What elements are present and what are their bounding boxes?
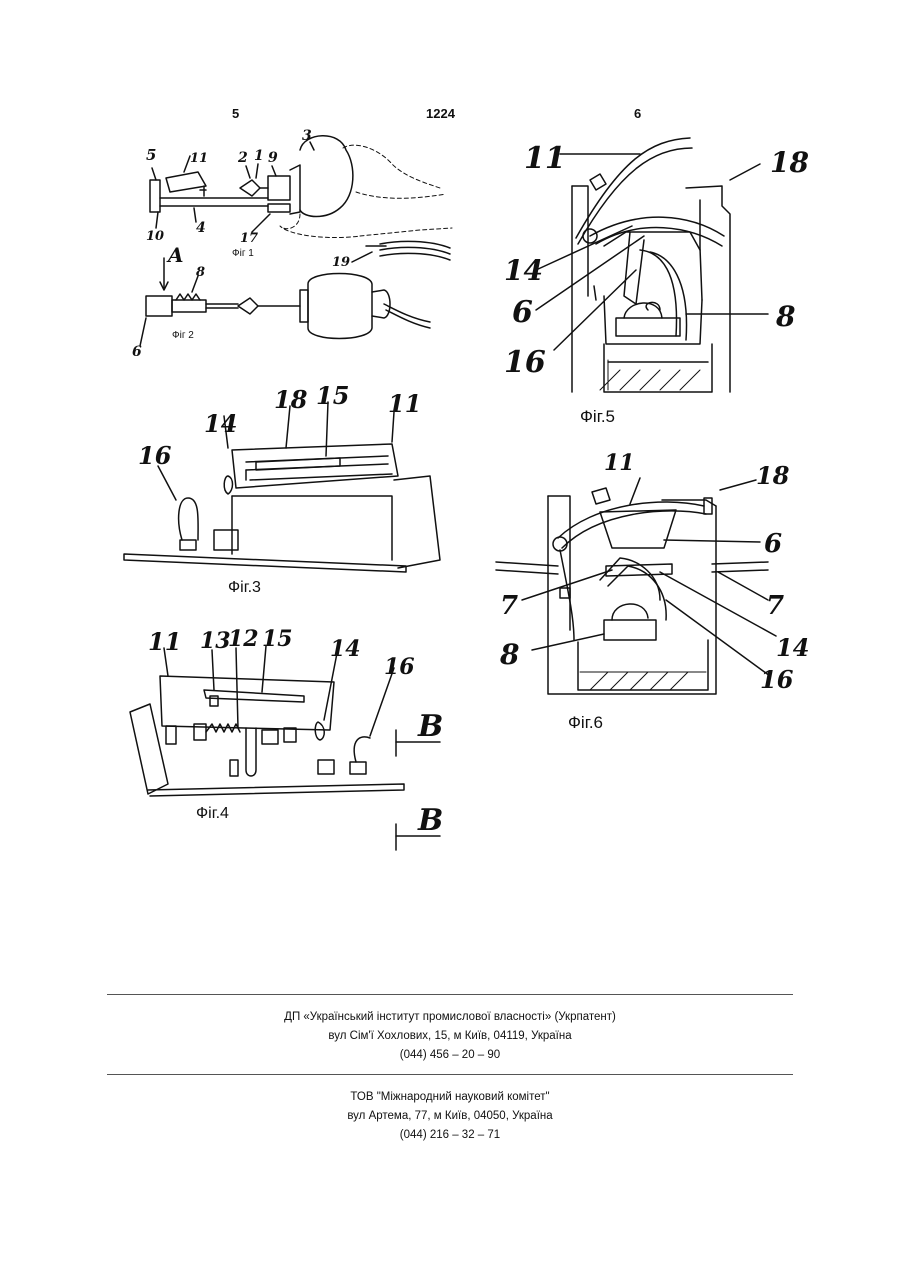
figure-5 bbox=[536, 138, 768, 392]
fig4-label-13: 13 bbox=[200, 628, 231, 654]
patent-drawings: 5 11 2 1 9 3 10 4 17 19 Фіг 1 A 8 6 Фіг … bbox=[0, 0, 900, 900]
figure-3 bbox=[124, 402, 440, 572]
footer-printer: ТОВ "Міжнародний науковий комітет" вул А… bbox=[107, 1088, 793, 1145]
fig4-label-16: 16 bbox=[384, 654, 415, 680]
fig1-caption: Фіг 1 bbox=[232, 248, 254, 259]
printer-address: вул Артема, 77, м Київ, 04050, Україна bbox=[107, 1107, 793, 1126]
fig5-label-16: 16 bbox=[504, 345, 546, 380]
fig2-caption: Фіг 2 bbox=[172, 330, 194, 341]
fig3-caption: Фіг.3 bbox=[228, 579, 261, 596]
fig3-label-14: 14 bbox=[204, 409, 237, 438]
fig1-label-11: 11 bbox=[190, 151, 208, 166]
publisher-name: ДП «Український інститут промислової вла… bbox=[107, 1008, 793, 1027]
fig4-label-12: 12 bbox=[228, 626, 259, 652]
fig1-label-1: 1 bbox=[254, 148, 264, 164]
fig4-section-label-bottom: B bbox=[417, 803, 443, 838]
figure-labels: 5 11 2 1 9 3 10 4 17 19 Фіг 1 A 8 6 Фіг … bbox=[132, 128, 809, 838]
publisher-address: вул Сім'ї Хохлових, 15, м Київ, 04119, У… bbox=[107, 1027, 793, 1046]
fig3-label-15: 15 bbox=[316, 381, 349, 410]
fig3-label-16: 16 bbox=[138, 441, 172, 470]
fig6-label-18: 18 bbox=[756, 461, 790, 490]
fig5-label-14: 14 bbox=[504, 254, 543, 287]
fig6-label-6: 6 bbox=[764, 529, 782, 559]
footer-publisher: ДП «Український інститут промислової вла… bbox=[107, 1008, 793, 1065]
fig6-label-7-left: 7 bbox=[500, 591, 518, 621]
fig4-section-label-top: B bbox=[417, 709, 443, 744]
publisher-phone: (044) 456 – 20 – 90 bbox=[107, 1046, 793, 1065]
fig3-label-18: 18 bbox=[274, 385, 308, 414]
fig2-label-8: 8 bbox=[196, 265, 205, 280]
footer-divider-top bbox=[107, 994, 793, 995]
fig5-label-8: 8 bbox=[775, 300, 795, 333]
fig2-label-a: A bbox=[166, 243, 184, 267]
fig5-label-11: 11 bbox=[524, 141, 566, 176]
printer-phone: (044) 216 – 32 – 71 bbox=[107, 1126, 793, 1145]
fig1-label-17: 17 bbox=[240, 231, 258, 246]
figure-6 bbox=[496, 478, 776, 694]
footer-divider-middle bbox=[107, 1074, 793, 1075]
fig3-label-11: 11 bbox=[388, 389, 421, 418]
fig1-label-4: 4 bbox=[196, 220, 206, 236]
fig1-label-3: 3 bbox=[302, 128, 312, 144]
fig6-label-7-right: 7 bbox=[766, 591, 784, 621]
fig1-label-2: 2 bbox=[237, 150, 248, 166]
fig5-caption: Фіг.5 bbox=[580, 407, 615, 426]
fig1-label-9: 9 bbox=[268, 150, 278, 166]
fig4-label-14: 14 bbox=[330, 636, 361, 662]
fig6-label-16: 16 bbox=[760, 665, 794, 694]
fig5-label-18: 18 bbox=[770, 146, 809, 179]
fig4-label-15: 15 bbox=[262, 626, 293, 652]
fig4-label-11: 11 bbox=[148, 627, 181, 656]
fig1-label-5: 5 bbox=[146, 146, 156, 164]
fig6-caption: Фіг.6 bbox=[568, 713, 603, 732]
fig4-caption: Фіг.4 bbox=[196, 805, 229, 822]
fig1-label-19: 19 bbox=[332, 255, 350, 270]
fig6-label-8: 8 bbox=[499, 638, 519, 671]
fig5-label-6: 6 bbox=[512, 295, 533, 330]
fig2-label-6: 6 bbox=[132, 344, 142, 360]
fig6-label-14: 14 bbox=[776, 633, 809, 662]
printer-name: ТОВ "Міжнародний науковий комітет" bbox=[107, 1088, 793, 1107]
fig1-label-10: 10 bbox=[146, 229, 164, 244]
fig6-label-11: 11 bbox=[604, 450, 635, 476]
